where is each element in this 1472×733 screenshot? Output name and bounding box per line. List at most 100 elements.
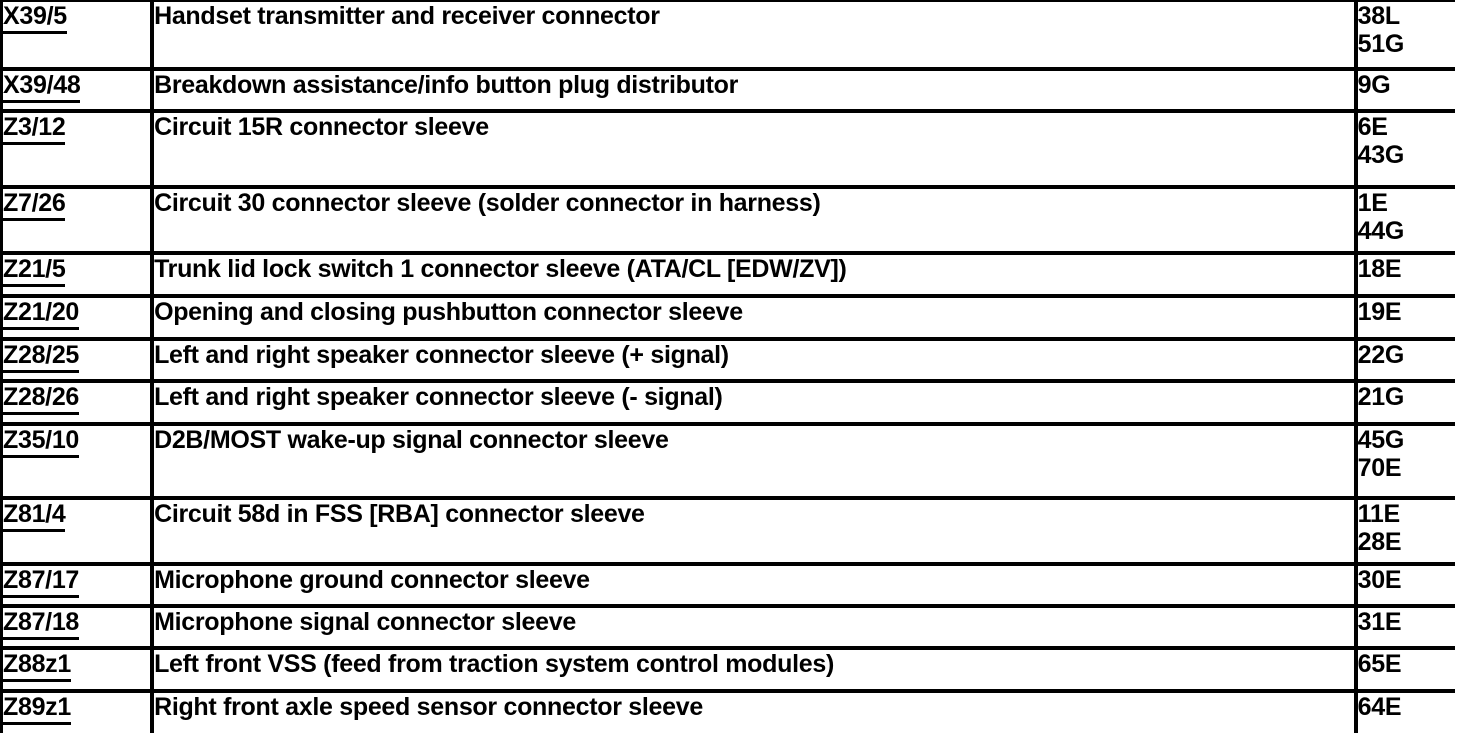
component-code-link[interactable]: X39/5 bbox=[3, 2, 67, 34]
location-cell: 18E bbox=[1356, 253, 1455, 296]
code-cell: Z88z1 bbox=[1, 648, 155, 691]
code-cell: Z7/26 bbox=[1, 187, 155, 253]
location-code: 45G bbox=[1357, 426, 1405, 454]
description-cell: D2B/MOST wake-up signal connector sleeve bbox=[152, 424, 1358, 498]
component-code-link[interactable]: X39/48 bbox=[3, 71, 81, 103]
description-cell: Opening and closing pushbutton connector… bbox=[152, 296, 1358, 339]
table-row: Z89z1 Right front axle speed sensor conn… bbox=[1, 691, 1456, 733]
description-text: Circuit 58d in FSS [RBA] connector sleev… bbox=[154, 500, 645, 528]
component-code-link[interactable]: Z28/25 bbox=[3, 341, 79, 373]
component-code-link[interactable]: Z3/12 bbox=[3, 113, 66, 145]
table-row: Z87/17 Microphone ground connector sleev… bbox=[1, 564, 1455, 606]
location-code: 64E bbox=[1357, 693, 1402, 721]
code-cell: X39/5 bbox=[1, 1, 155, 69]
description-text: Breakdown assistance/info button plug di… bbox=[154, 71, 739, 99]
component-code-link[interactable]: Z89z1 bbox=[3, 693, 71, 725]
code-cell: Z28/25 bbox=[1, 339, 155, 381]
description-text: Left and right speaker connector sleeve … bbox=[154, 383, 723, 411]
location-code: 70E bbox=[1357, 454, 1402, 482]
description-cell: Handset transmitter and receiver connect… bbox=[152, 1, 1358, 69]
component-code-link[interactable]: Z87/18 bbox=[3, 608, 79, 640]
table-row: Z28/25 Left and right speaker connector … bbox=[1, 339, 1455, 381]
description-cell: Circuit 58d in FSS [RBA] connector sleev… bbox=[152, 498, 1358, 564]
description-cell: Right front axle speed sensor connector … bbox=[152, 691, 1358, 733]
table-row: Z21/20 Opening and closing pushbutton co… bbox=[1, 296, 1455, 339]
description-cell: Breakdown assistance/info button plug di… bbox=[152, 69, 1358, 111]
description-text: Microphone ground connector sleeve bbox=[154, 566, 590, 594]
table-row: X39/48 Breakdown assistance/info button … bbox=[1, 69, 1455, 111]
location-code: 9G bbox=[1357, 71, 1391, 99]
table-row: Z81/4 Circuit 58d in FSS [RBA] connector… bbox=[1, 498, 1455, 564]
code-cell: Z3/12 bbox=[1, 111, 155, 187]
table-row: X39/5 Handset transmitter and receiver c… bbox=[1, 1, 1455, 69]
location-cell: 31E bbox=[1356, 606, 1455, 648]
component-code-link[interactable]: Z21/20 bbox=[3, 298, 79, 330]
description-text: Opening and closing pushbutton connector… bbox=[154, 298, 743, 326]
location-code: 30E bbox=[1357, 566, 1402, 594]
table-row: Z87/18 Microphone signal connector sleev… bbox=[1, 606, 1455, 648]
code-cell: X39/48 bbox=[1, 69, 155, 111]
description-cell: Circuit 15R connector sleeve bbox=[152, 111, 1358, 187]
location-code: 18E bbox=[1357, 255, 1402, 283]
description-text: Trunk lid lock switch 1 connector sleeve… bbox=[154, 255, 847, 283]
description-text: Left and right speaker connector sleeve … bbox=[154, 341, 729, 369]
location-code: 38L bbox=[1357, 2, 1400, 30]
location-code: 31E bbox=[1357, 608, 1402, 636]
description-text: Microphone signal connector sleeve bbox=[154, 608, 576, 636]
location-cell: 30E bbox=[1356, 564, 1455, 606]
location-code: 21G bbox=[1357, 383, 1405, 411]
description-text: Right front axle speed sensor connector … bbox=[154, 693, 703, 721]
location-code: 6E bbox=[1357, 113, 1388, 141]
table-row: Z35/10 D2B/MOST wake-up signal connector… bbox=[1, 424, 1455, 498]
location-cell: 21G bbox=[1356, 381, 1455, 424]
component-code-link[interactable]: Z28/26 bbox=[3, 383, 79, 415]
code-cell: Z81/4 bbox=[1, 498, 155, 564]
code-cell: Z35/10 bbox=[1, 424, 155, 498]
description-text: D2B/MOST wake-up signal connector sleeve bbox=[154, 426, 669, 454]
table-row: Z88z1 Left front VSS (feed from traction… bbox=[1, 648, 1455, 691]
description-cell: Left and right speaker connector sleeve … bbox=[152, 339, 1358, 381]
location-cell: 9G bbox=[1356, 69, 1455, 111]
location-cell: 22G bbox=[1356, 339, 1455, 381]
description-text: Circuit 15R connector sleeve bbox=[154, 113, 489, 141]
description-cell: Microphone ground connector sleeve bbox=[152, 564, 1358, 606]
component-code-link[interactable]: Z87/17 bbox=[3, 566, 79, 598]
component-code-link[interactable]: Z81/4 bbox=[3, 500, 66, 532]
description-text: Handset transmitter and receiver connect… bbox=[154, 2, 660, 30]
location-code: 1E bbox=[1357, 189, 1388, 217]
code-cell: Z87/17 bbox=[1, 564, 155, 606]
location-code: 28E bbox=[1357, 528, 1402, 556]
location-code: 44G bbox=[1357, 217, 1405, 245]
location-cell: 64E bbox=[1356, 691, 1455, 733]
code-cell: Z21/20 bbox=[1, 296, 155, 339]
component-code-link[interactable]: Z21/5 bbox=[3, 255, 66, 287]
location-cell: 19E bbox=[1356, 296, 1455, 339]
location-code: 22G bbox=[1357, 341, 1405, 369]
code-cell: Z28/26 bbox=[1, 381, 155, 424]
component-code-link[interactable]: Z35/10 bbox=[3, 426, 79, 458]
location-code: 65E bbox=[1357, 650, 1402, 678]
location-code: 11E bbox=[1357, 500, 1401, 528]
component-code-link[interactable]: Z88z1 bbox=[3, 650, 71, 682]
location-cell: 65E bbox=[1356, 648, 1455, 691]
component-code-link[interactable]: Z7/26 bbox=[3, 189, 66, 221]
table-row: Z7/26 Circuit 30 connector sleeve (solde… bbox=[1, 187, 1455, 253]
table-row: Z21/5 Trunk lid lock switch 1 connector … bbox=[1, 253, 1455, 296]
description-cell: Left and right speaker connector sleeve … bbox=[152, 381, 1358, 424]
location-code: 43G bbox=[1357, 141, 1405, 169]
description-text: Circuit 30 connector sleeve (solder conn… bbox=[154, 189, 821, 217]
description-cell: Trunk lid lock switch 1 connector sleeve… bbox=[152, 253, 1358, 296]
table-row: Z28/26 Left and right speaker connector … bbox=[1, 381, 1455, 424]
code-cell: Z89z1 bbox=[1, 691, 155, 733]
description-cell: Microphone signal connector sleeve bbox=[152, 606, 1358, 648]
code-cell: Z87/18 bbox=[1, 606, 155, 648]
description-cell: Circuit 30 connector sleeve (solder conn… bbox=[152, 187, 1358, 253]
